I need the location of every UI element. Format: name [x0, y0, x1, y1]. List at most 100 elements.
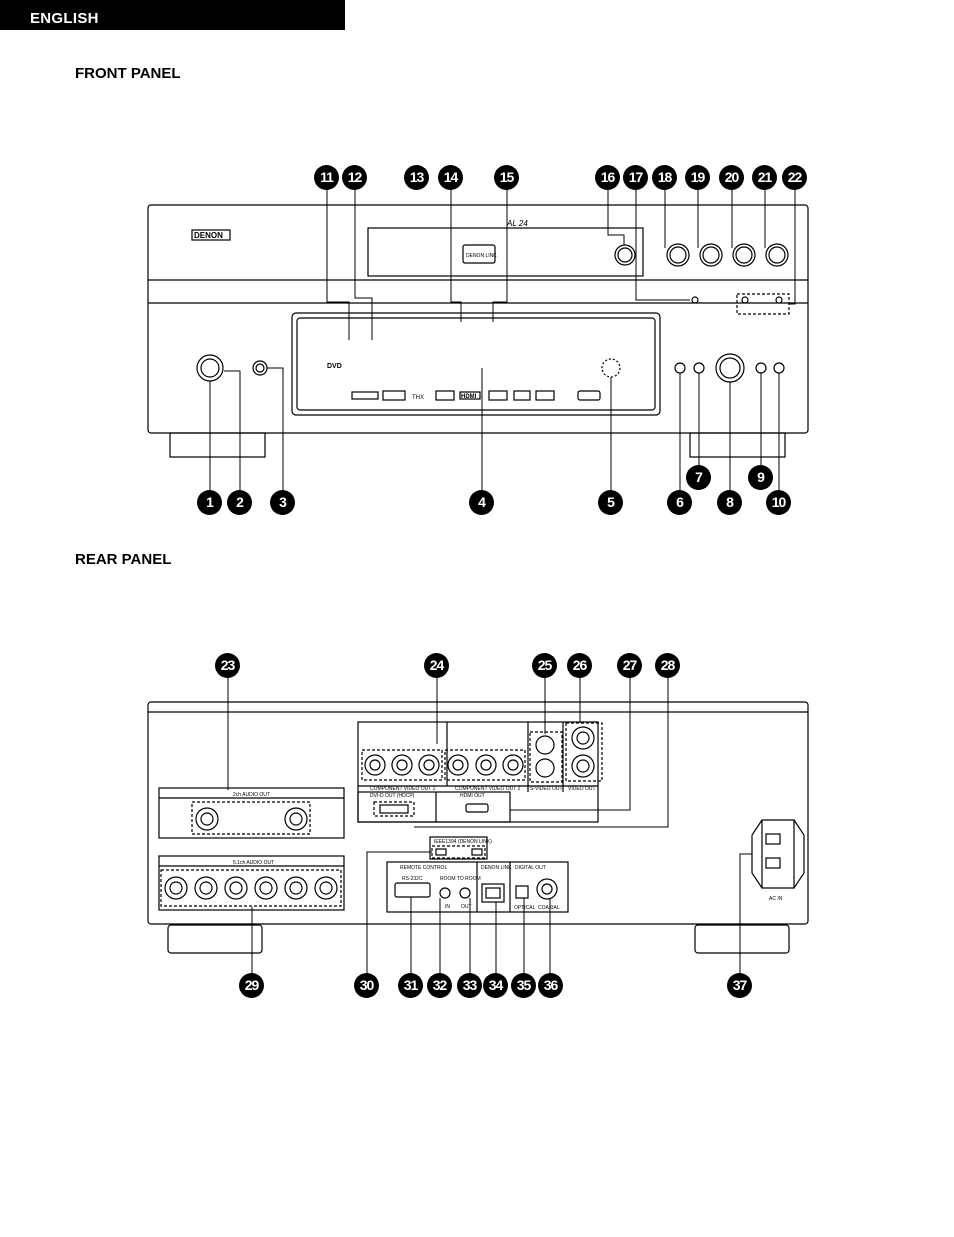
callout-26: 26 — [567, 653, 592, 678]
brand-box — [191, 229, 231, 241]
callout-8: 8 — [717, 490, 742, 515]
language-label: ENGLISH — [30, 10, 99, 27]
s-video-out-label: S-VIDEO OUT — [530, 786, 563, 792]
room-in-label: IN — [445, 904, 450, 910]
language-tab: ENGLISH — [0, 0, 345, 30]
video-out-label: VIDEO OUT — [568, 786, 596, 792]
callout-29: 29 — [239, 973, 264, 998]
remote-control-label: REMOTE CONTROL — [400, 865, 447, 871]
room-to-room-label: ROOM TO ROOM — [440, 876, 481, 882]
callout-32: 32 — [427, 973, 452, 998]
callout-34: 34 — [483, 973, 508, 998]
ieee1394-frame — [431, 845, 486, 859]
dvi-out-label: DVI-D OUT (HDCP) — [370, 793, 415, 799]
callout-20: 20 — [719, 165, 744, 190]
ac-in-label: AC IN — [769, 896, 783, 902]
optical-label: OPTICAL — [514, 905, 536, 911]
hdmi-port — [465, 803, 489, 813]
pure-direct-indicator — [691, 296, 699, 304]
callout-19: 19 — [685, 165, 710, 190]
callout-11: 11 — [314, 165, 339, 190]
hdmi-logo: HDMI — [461, 394, 477, 400]
ac-inlet — [751, 819, 805, 889]
coaxial-port — [536, 878, 558, 900]
denon-link-label: DENON LINK — [481, 865, 512, 871]
optical-port — [515, 885, 529, 899]
rear-panel-title: REAR PANEL — [75, 551, 172, 568]
denon-link-indicator — [462, 244, 496, 264]
denon-link-port — [481, 883, 505, 903]
callout-31: 31 — [398, 973, 423, 998]
51ch-audio-out-frame — [160, 869, 342, 907]
callout-15: 15 — [494, 165, 519, 190]
callout-5: 5 — [598, 490, 623, 515]
callout-12: 12 — [342, 165, 367, 190]
callout-9: 9 — [748, 465, 773, 490]
s-video-frame — [529, 731, 563, 783]
play-button — [666, 243, 690, 267]
tray-window — [367, 227, 644, 277]
rear-foot-right — [694, 924, 790, 954]
open-close-button — [614, 244, 636, 266]
rear-foot-left — [167, 924, 263, 954]
rs232c-label: RS-232C — [402, 876, 423, 882]
hdmi-out-label: HDMI OUT — [460, 793, 485, 799]
brand-text: DENON — [194, 231, 223, 240]
callout-2: 2 — [227, 490, 252, 515]
component-out-1-label: COMPONENT VIDEO OUT 1 — [370, 786, 436, 792]
2ch-audio-out-label: 2ch AUDIO OUT — [233, 792, 270, 798]
callout-18: 18 — [652, 165, 677, 190]
callout-37: 37 — [727, 973, 752, 998]
room-out-label: OUT — [461, 904, 472, 910]
callout-1: 1 — [197, 490, 222, 515]
callout-17: 17 — [623, 165, 648, 190]
skip-forward-button — [765, 243, 789, 267]
component-out-2-label: COMPONENT VIDEO OUT 2 — [455, 786, 521, 792]
callout-22: 22 — [782, 165, 807, 190]
callout-27: 27 — [617, 653, 642, 678]
callout-10: 10 — [766, 490, 791, 515]
dvi-port — [373, 801, 415, 817]
front-foot-left — [169, 432, 266, 458]
rs232c-port — [394, 882, 431, 898]
component-out-1-frame — [361, 749, 443, 781]
skip-back-button — [732, 243, 756, 267]
denon-link-text: DENON LINK — [466, 253, 497, 259]
callout-16: 16 — [595, 165, 620, 190]
coaxial-label: COAXIAL — [538, 905, 560, 911]
component-out-2-frame — [444, 749, 526, 781]
thx-logo: THX — [412, 395, 424, 401]
front-foot-right — [689, 432, 786, 458]
display-window — [291, 312, 661, 416]
callout-24: 24 — [424, 653, 449, 678]
callout-14: 14 — [438, 165, 463, 190]
callout-25: 25 — [532, 653, 557, 678]
51ch-audio-out-label: 5.1ch AUDIO OUT — [233, 860, 274, 866]
callout-33: 33 — [457, 973, 482, 998]
model-badge: AL 24 — [506, 219, 528, 228]
remote-sensor — [601, 358, 621, 378]
digital-out-label: DIGITAL OUT — [515, 865, 546, 871]
callout-6: 6 — [667, 490, 692, 515]
front-panel-title: FRONT PANEL — [75, 65, 181, 82]
video-out-frame — [565, 722, 603, 782]
ieee1394-label: IEEE1394 (DENON LINK) — [434, 839, 492, 845]
callout-21: 21 — [752, 165, 777, 190]
callout-4: 4 — [469, 490, 494, 515]
front-chassis — [147, 204, 809, 434]
callout-23: 23 — [215, 653, 240, 678]
callout-7: 7 — [686, 465, 711, 490]
stop-button — [699, 243, 723, 267]
room-to-room-in — [439, 887, 451, 899]
rear-chassis — [147, 701, 809, 925]
callout-36: 36 — [538, 973, 563, 998]
callout-3: 3 — [270, 490, 295, 515]
dvd-logo: DVD — [327, 363, 342, 370]
callout-30: 30 — [354, 973, 379, 998]
callout-13: 13 — [404, 165, 429, 190]
room-to-room-out — [459, 887, 471, 899]
callout-28: 28 — [655, 653, 680, 678]
callout-35: 35 — [511, 973, 536, 998]
